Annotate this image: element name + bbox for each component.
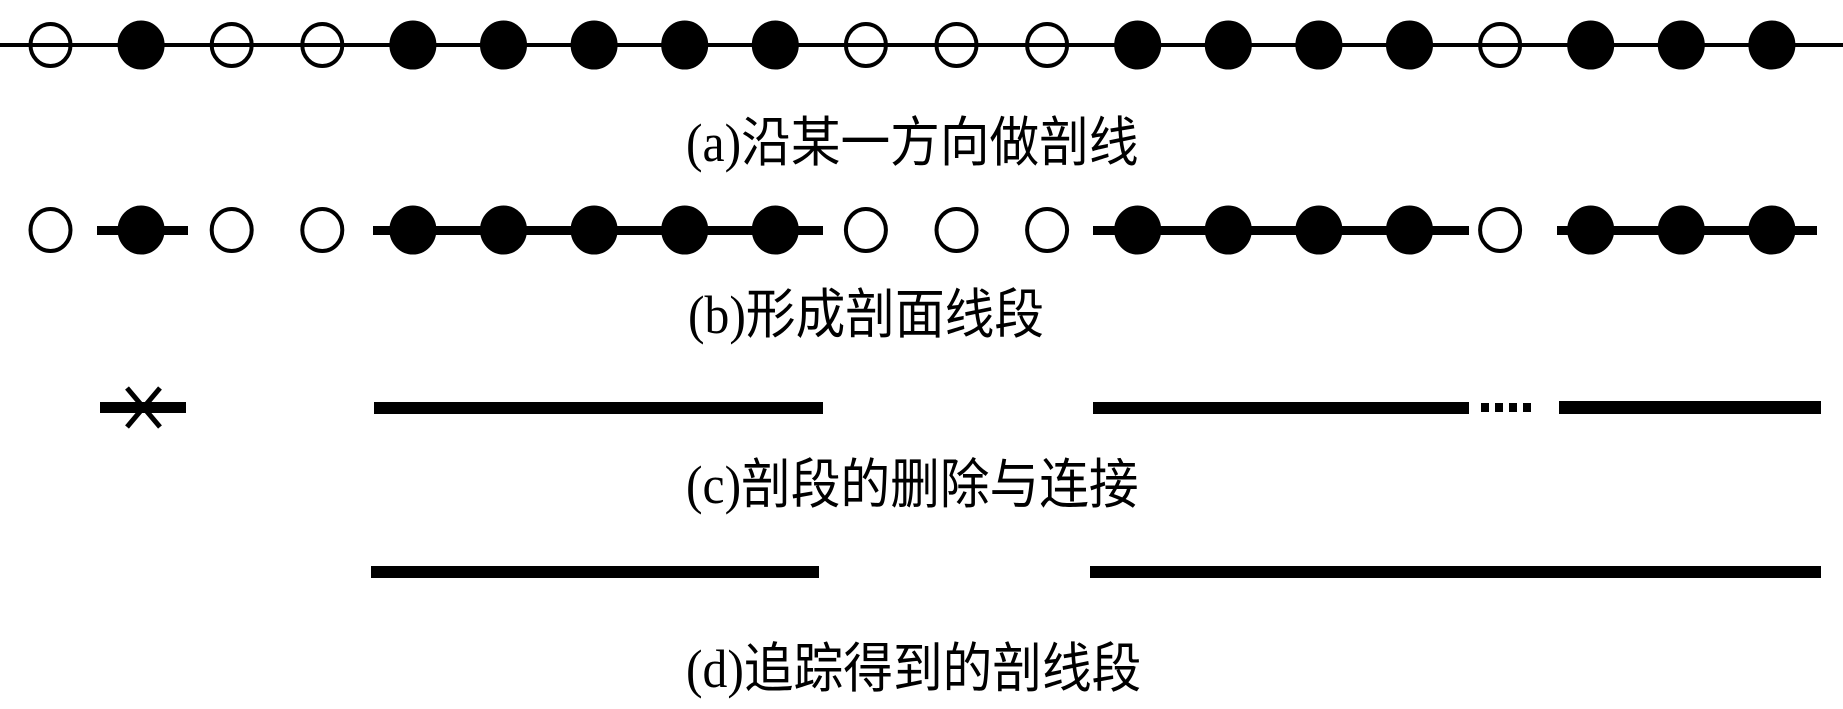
row-b-filled-point xyxy=(570,205,618,255)
row-b-open-point xyxy=(209,207,254,253)
delete-cross-icon xyxy=(125,386,162,429)
row-a-open-point xyxy=(1478,22,1523,68)
row-d-tracked xyxy=(371,566,1821,578)
row-b-filled-point xyxy=(389,205,437,255)
row-a-filled-point xyxy=(389,20,437,70)
scan-line xyxy=(0,43,1843,47)
segment-c-1 xyxy=(374,402,823,414)
caption-c: (c)剖段的删除与连接 xyxy=(686,455,1139,515)
row-a-open-point xyxy=(843,22,888,68)
row-b-filled-point xyxy=(1567,205,1615,255)
caption-a: (a)沿某一方向做剖线 xyxy=(686,113,1139,173)
segment-c-3 xyxy=(1559,401,1821,414)
row-b-segments xyxy=(28,205,1817,255)
row-b-open-point xyxy=(300,207,345,253)
row-b-open-point xyxy=(934,207,979,253)
row-a-filled-point xyxy=(661,20,709,70)
row-b-filled-point xyxy=(1114,205,1162,255)
row-a-filled-point xyxy=(1748,20,1796,70)
row-a-filled-point xyxy=(1204,20,1252,70)
row-a-open-point xyxy=(209,22,254,68)
row-b-filled-point xyxy=(1295,205,1343,255)
row-a-filled-point xyxy=(1386,20,1433,70)
caption-d: (d)追踪得到的剖线段 xyxy=(686,639,1142,699)
tracked-segment-1 xyxy=(371,566,819,578)
row-a-open-point xyxy=(28,22,73,68)
row-b-filled-point xyxy=(1748,205,1796,255)
row-b-filled-point xyxy=(1657,205,1705,255)
row-a-filled-point xyxy=(1295,20,1343,70)
row-a-filled-point xyxy=(570,20,618,70)
row-b-filled-point xyxy=(1386,205,1433,255)
row-b-open-point xyxy=(843,207,888,253)
row-b-filled-point xyxy=(751,205,799,255)
row-a-filled-point xyxy=(117,20,165,70)
row-b-open-point xyxy=(1478,207,1523,253)
row-a-open-point xyxy=(300,22,345,68)
segment-b-3 xyxy=(1093,226,1469,235)
tracked-segment-2 xyxy=(1090,566,1821,578)
row-b-filled-point xyxy=(1204,205,1252,255)
row-b-open-point xyxy=(28,207,73,253)
row-a-filled-point xyxy=(1567,20,1615,70)
row-b-open-point xyxy=(1025,207,1070,253)
row-a-filled-point xyxy=(1114,20,1162,70)
row-b-filled-point xyxy=(661,205,709,255)
caption-b: (b)形成剖面线段 xyxy=(688,285,1045,345)
row-a-filled-point xyxy=(751,20,799,70)
row-b-filled-point xyxy=(480,205,527,255)
connection-dots xyxy=(1481,403,1531,412)
row-c-delete-connect xyxy=(100,386,1821,429)
row-a-scan-line xyxy=(0,20,1843,70)
row-a-open-point xyxy=(934,22,979,68)
row-b-filled-point xyxy=(117,205,165,255)
row-a-filled-point xyxy=(480,20,527,70)
row-a-filled-point xyxy=(1657,20,1705,70)
segment-c-2 xyxy=(1093,402,1469,414)
row-a-open-point xyxy=(1025,22,1070,68)
